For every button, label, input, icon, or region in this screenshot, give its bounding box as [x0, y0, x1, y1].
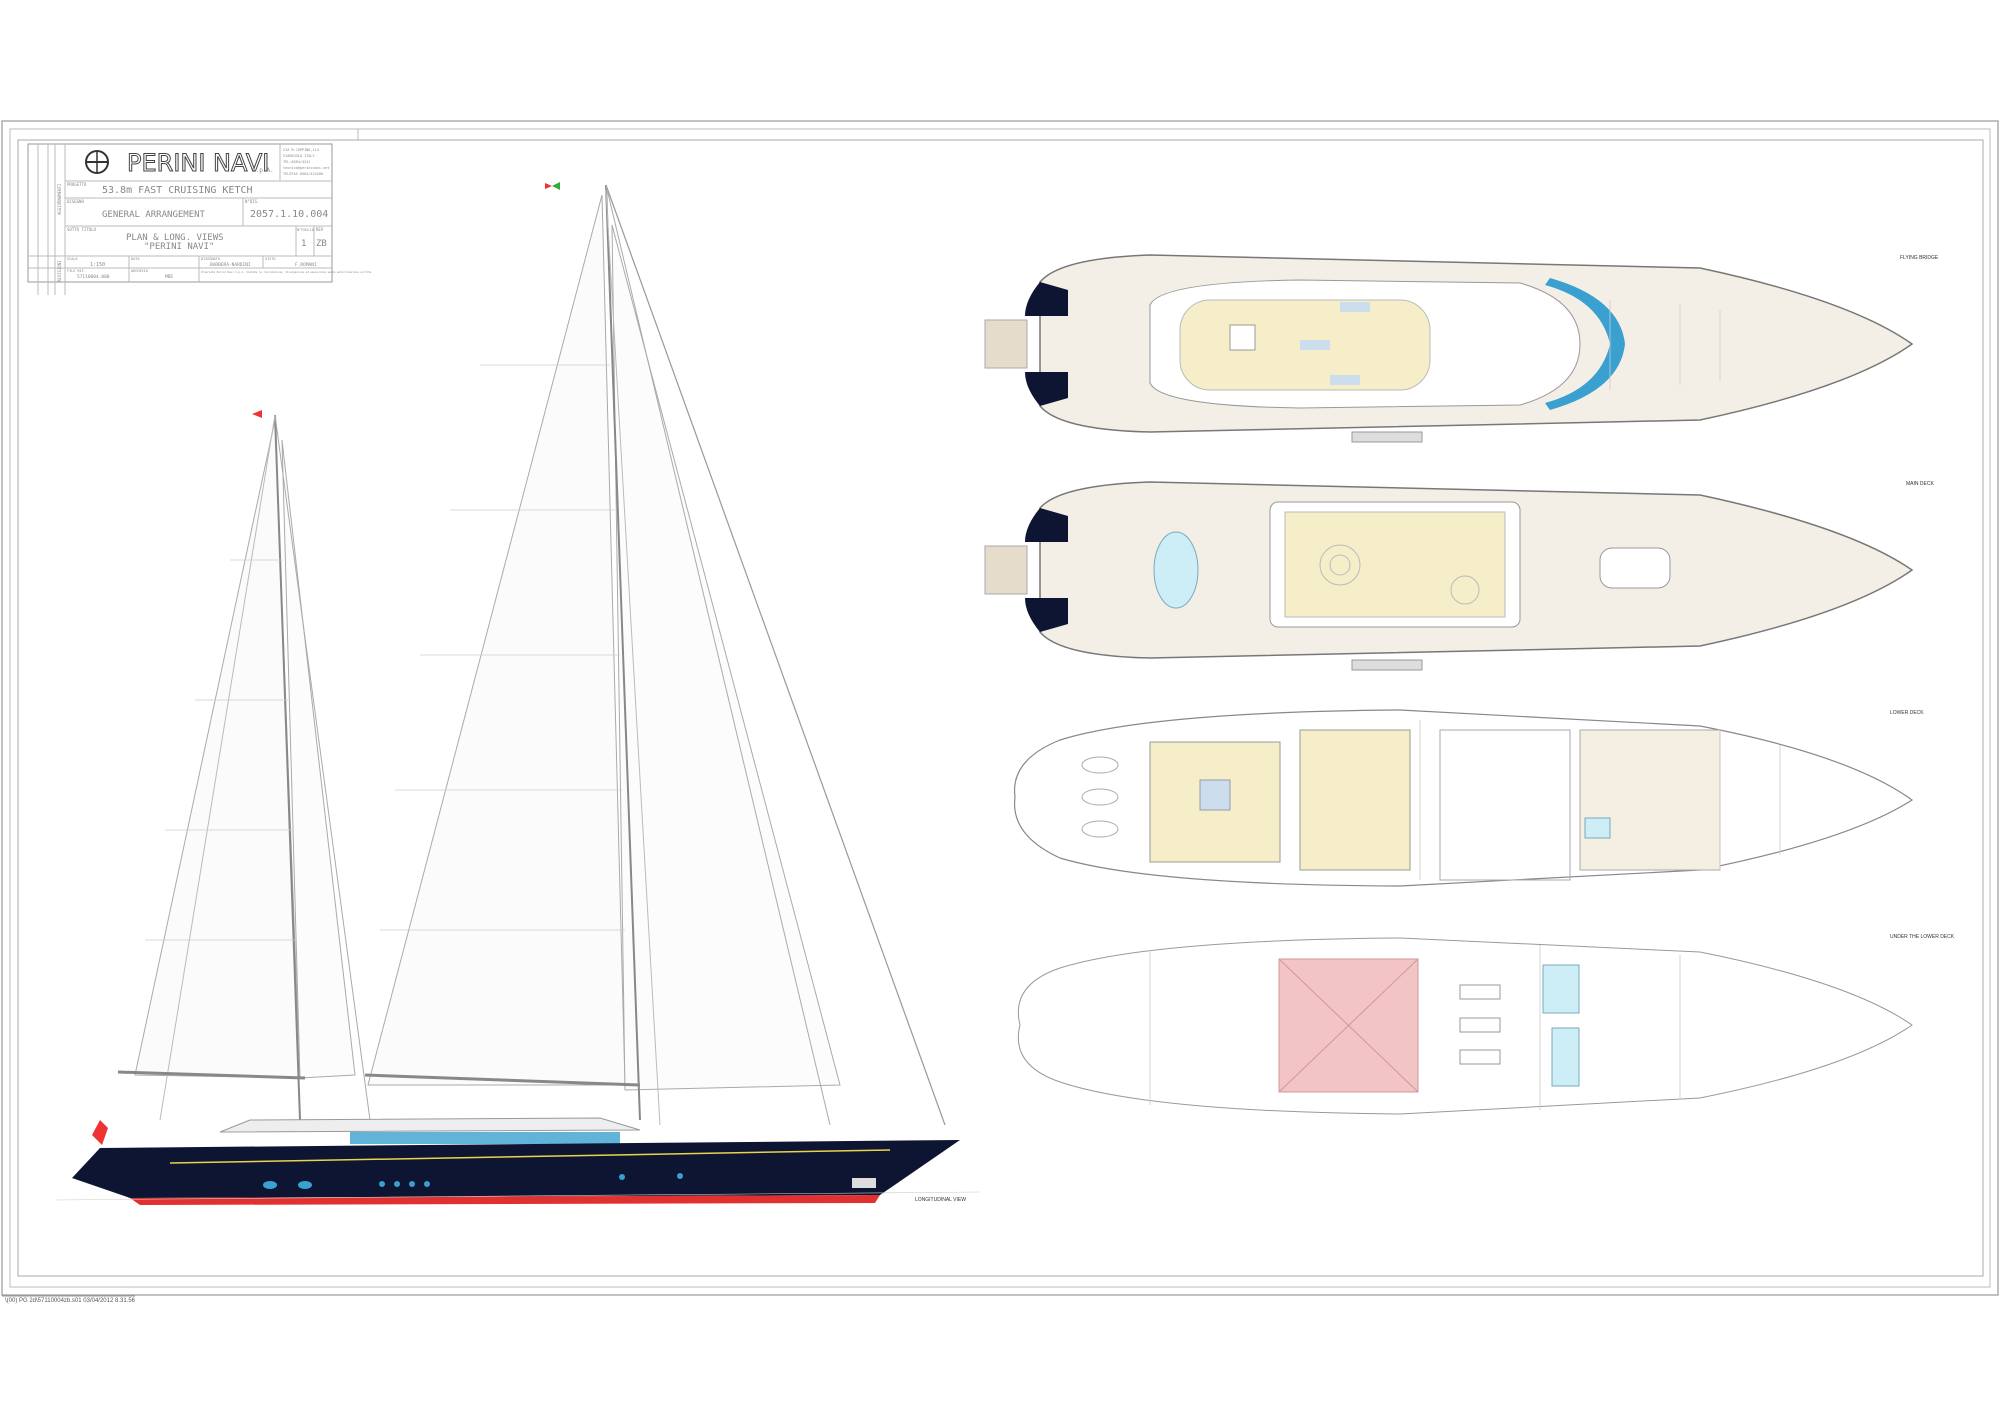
svg-text:DISEGNATO: DISEGNATO	[201, 257, 220, 261]
hull	[72, 1140, 960, 1198]
checked-by: F.ROMANI	[295, 262, 317, 268]
drawing-title: GENERAL ARRANGEMENT	[102, 210, 206, 220]
lower-deck-plan: LOWER DECK	[1013, 709, 1924, 887]
inner-frame	[17, 139, 1984, 1277]
svg-text:REV: REV	[316, 227, 324, 232]
address-line: VIAREGGIO ITALY	[283, 154, 316, 158]
flying-bridge-plan: FLYING BRIDGE	[984, 254, 1939, 443]
subtitle-2: "PERINI NAVI"	[144, 242, 214, 252]
pool-cover	[350, 1132, 620, 1144]
company-suffix: S.p.A.	[252, 167, 274, 174]
svg-text:ARCHIVIO: ARCHIVIO	[131, 269, 148, 273]
view-label-under-lower-deck: UNDER THE LOWER DECK	[1890, 934, 1955, 940]
drawing-number: 2057.1.10.004	[250, 209, 328, 220]
address-line: TEL.0584/4241	[283, 160, 310, 164]
side-label: AGGIORNAMENTI	[57, 183, 62, 215]
svg-text:DISEGNO: DISEGNO	[67, 199, 84, 204]
project-name: 53.8m FAST CRUISING KETCH	[102, 185, 253, 196]
archive: MDE	[165, 274, 173, 280]
svg-text:N°FOGLIO: N°FOGLIO	[297, 228, 314, 232]
mizzen-mast	[274, 414, 301, 1121]
svg-text:SOTTO TITOLO: SOTTO TITOLO	[67, 227, 96, 232]
view-label-longitudinal: LONGITUDINAL VIEW	[915, 1197, 966, 1203]
main-deck-plan: MAIN DECK	[984, 481, 1934, 671]
title-block: PERINI NAVI S.p.A. VIA M.COPPINO,114 VIA…	[27, 143, 372, 295]
drawn-by: BARBERA-NARDINI	[210, 262, 251, 268]
sheet-number: 1	[301, 239, 306, 249]
view-label-main-deck: MAIN DECK	[1906, 481, 1934, 487]
perini-navi-logo-icon	[85, 150, 109, 174]
svg-text:N°DIS.: N°DIS.	[245, 199, 259, 204]
middle-frame	[9, 128, 1991, 1288]
view-label-flying-bridge: FLYING BRIDGE	[1900, 255, 1939, 261]
side-label: REVISIONI	[57, 260, 62, 282]
address-line: tecnico@perininavi.net	[283, 166, 329, 170]
svg-text:PROGETTO: PROGETTO	[67, 182, 87, 187]
longitudinal-view: LONGITUDINAL VIEW	[54, 182, 981, 1205]
address-line: TELEFAX 0584/424200	[283, 172, 323, 176]
svg-text:DATA: DATA	[131, 257, 140, 261]
svg-text:FILE RIF.: FILE RIF.	[67, 269, 86, 273]
file-ref: 57110004.000	[77, 274, 110, 280]
copyright-note: Proprietà Perini Navi S.p.A. Vietata la …	[201, 270, 372, 274]
outer-frame	[1, 120, 1999, 1296]
svg-text:VISTO: VISTO	[265, 257, 276, 261]
revision: ZB	[316, 239, 327, 249]
main-mast	[605, 184, 641, 1121]
company-name: PERINI NAVI	[127, 149, 269, 177]
flag-icon	[252, 410, 262, 418]
subtitle-1: PLAN & LONG. VIEWS	[126, 233, 224, 243]
flag-icon	[552, 182, 560, 190]
ensign-flag-icon	[92, 1120, 108, 1145]
plot-footer: \(00) PG 2d\57110004zb.s01 03/04/2012 8.…	[5, 1298, 136, 1304]
address-line: VIA M.COPPINO,114	[283, 148, 319, 152]
scale: 1:150	[90, 262, 105, 268]
svg-text:SCALA: SCALA	[67, 257, 78, 261]
under-lower-deck-plan: UNDER THE LOWER DECK	[1017, 934, 1955, 1115]
view-label-lower-deck: LOWER DECK	[1890, 710, 1924, 716]
